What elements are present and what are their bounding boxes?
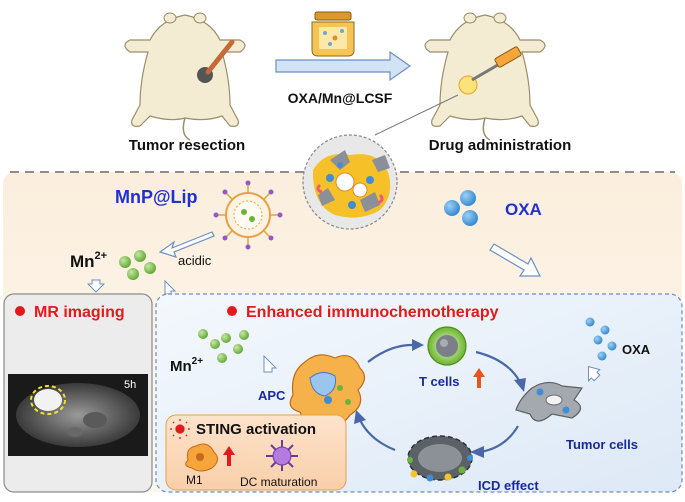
mouse-right-icon [424,12,546,141]
immuno-mn-particles-icon [198,329,249,363]
arrow-to-immuno-icon [164,279,177,295]
step-tumor-resection: Tumor resection [129,137,245,154]
hydrogel-zoom-icon [302,134,398,230]
mouse-left-icon [124,12,246,141]
acidic-label: acidic [178,253,212,268]
immuno-bullet-icon [227,306,237,316]
mr-bullet-icon [15,306,25,316]
arrow-oxa-to-tumor-icon [587,365,601,382]
mr-panel: MR imaging 5h [3,293,153,493]
apc-cell-icon [289,354,366,426]
immuno-panel-title: Enhanced immunochemotherapy [246,304,499,321]
m1-label: M1 [186,473,203,487]
immuno-mn-label: Mn2+ [170,356,203,375]
immuno-oxa-label: OXA [622,342,651,357]
dc-maturation-label: DC maturation [240,475,317,489]
oxa-label: OXA [505,200,542,219]
dc-cell-icon [266,440,298,471]
zoom-line [374,94,459,136]
mri-time-label: 5h [124,379,136,391]
mr-panel-title: MR imaging [34,304,125,321]
m1-increase-arrow-icon [223,446,235,466]
t-cell-icon [427,326,467,366]
t-cells-label: T cells [419,374,459,389]
sting-box: STING activation M1 DC maturation [165,414,347,491]
mn-particles-icon [119,250,156,280]
liposome-label: MnP@Lip [115,187,198,207]
apc-label: APC [258,388,286,403]
drug-jar-icon [311,11,355,57]
arrow-oxa-down-icon [489,243,541,277]
tumor-cell-icon [515,381,584,422]
immuno-oxa-particles-icon [585,317,617,361]
arrow-to-mn-icon [158,231,215,258]
top-arrow-icon [275,50,412,82]
immuno-panel: Enhanced immunochemotherapy Mn2+ APC [155,293,683,493]
icd-effect-label: ICD effect [478,478,539,493]
mn-ion-label: Mn2+ [70,250,107,271]
drug-name-label: OXA/Mn@LCSF [288,90,393,106]
sting-sun-icon [170,419,190,439]
arrow-to-mr-icon [86,279,106,293]
cycle-arrowheads-icon [354,339,526,458]
step-drug-administration: Drug administration [429,137,572,154]
tumor-cells-label: Tumor cells [566,437,638,452]
icd-dead-cell-icon [407,435,473,482]
oxa-particles-icon [444,190,478,226]
t-cells-increase-arrow-icon [473,368,485,388]
liposome-particle-icon [213,180,283,250]
arrow-mn-to-apc-icon [263,354,278,373]
sting-label: STING activation [196,421,316,438]
cycle-arrows-icon [359,343,521,454]
